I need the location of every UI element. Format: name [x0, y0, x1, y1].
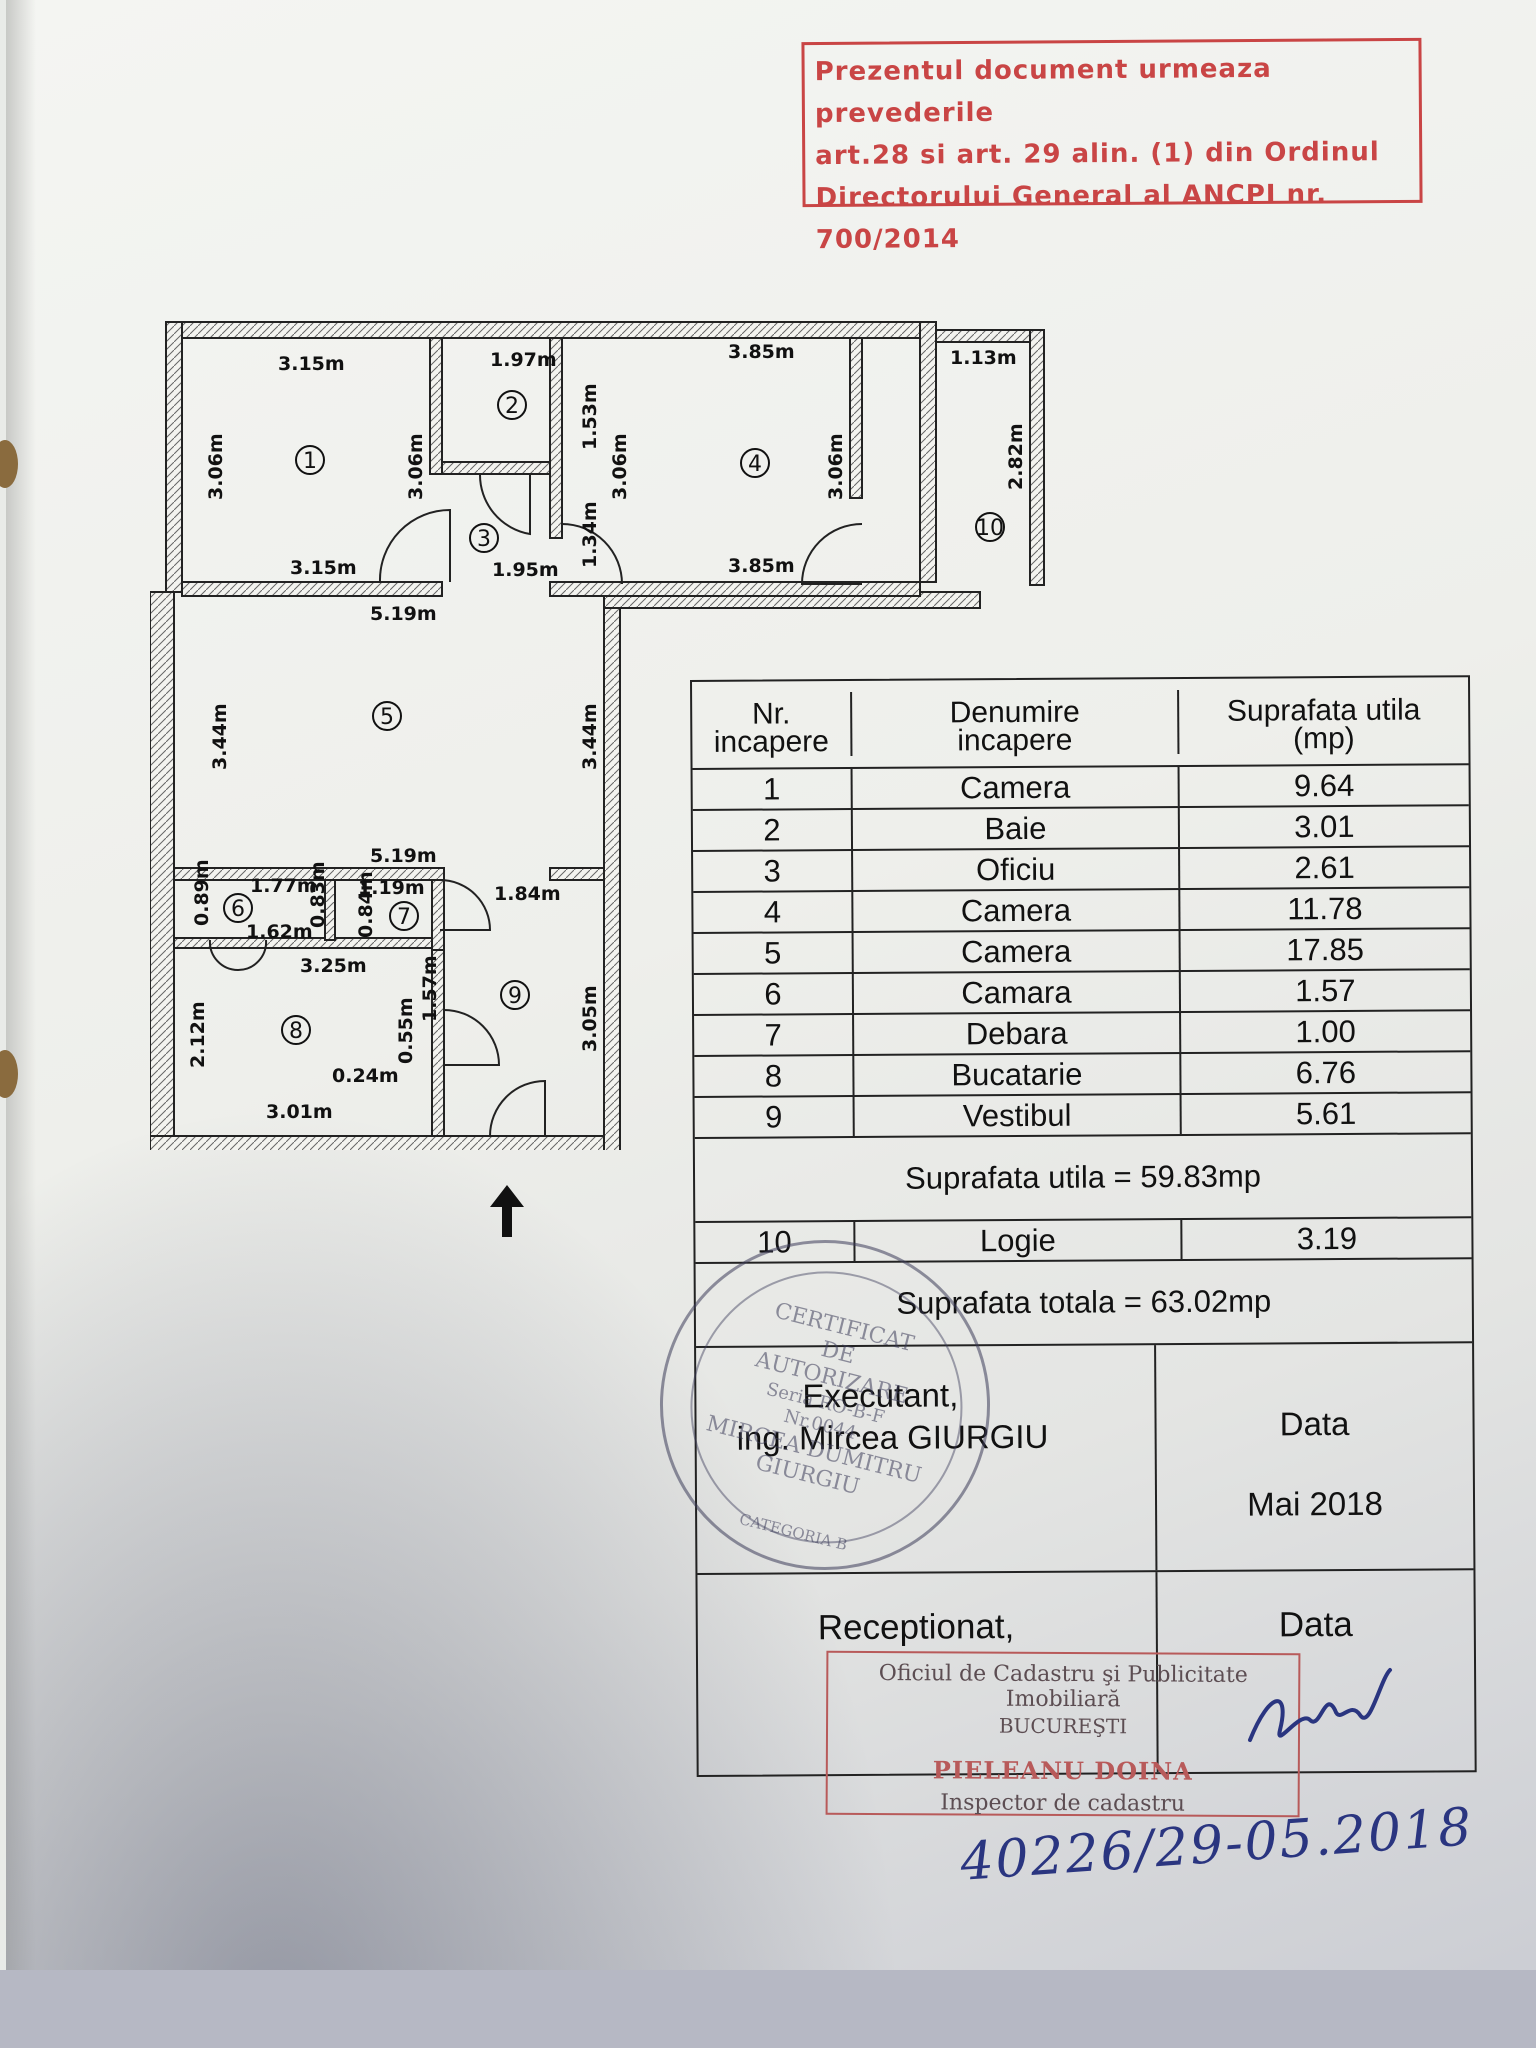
header-area-sub: (mp) — [1292, 721, 1355, 756]
dim: 1.77m — [250, 875, 317, 897]
dim: 1.62m — [246, 921, 313, 943]
walls — [150, 321, 1045, 1150]
room-10-marker: 10 — [975, 512, 1005, 542]
room-6-marker: 6 — [223, 893, 253, 923]
svg-text:2: 2 — [505, 394, 519, 419]
dim: 3.25m — [300, 955, 367, 977]
notice-line: Directorului General al ANCPI nr. — [815, 179, 1328, 214]
room-7-marker: 7 — [389, 901, 419, 931]
dim: 3.06m — [609, 433, 631, 500]
svg-text:6: 6 — [231, 897, 245, 922]
notice-line: 700/2014 — [815, 224, 961, 256]
notice-line: Prezentul document urmeaza prevederile — [814, 53, 1272, 130]
dim: 0.55m — [395, 997, 417, 1064]
dim: 1.84m — [494, 883, 561, 905]
door-arcs — [208, 473, 863, 1137]
signature — [1248, 1668, 1392, 1742]
stamp-line: Oficiul de Cadastru şi Publicitate Imobi… — [878, 1661, 1248, 1713]
header-nr-sub: incapere — [713, 725, 830, 759]
shadow — [6, 1100, 906, 2048]
svg-text:3: 3 — [477, 527, 491, 552]
room-9-marker: 9 — [500, 980, 530, 1010]
room-4-marker: 4 — [740, 448, 770, 478]
dim: 0.84m — [355, 871, 377, 938]
svg-text:4: 4 — [748, 452, 762, 477]
binder-hole — [0, 440, 18, 488]
dim: 3.85m — [728, 341, 795, 363]
page-edge — [6, 0, 36, 2048]
dim: 3.05m — [579, 985, 601, 1052]
stamp-line: PIELEANU DOINA — [932, 1755, 1193, 1786]
dim: 1.53m — [579, 383, 601, 450]
notice-line: art.28 si art. 29 alin. (1) din Ordinul — [815, 137, 1380, 172]
dim: 1.97m — [490, 349, 557, 371]
header-name-sub: incapere — [957, 723, 1073, 758]
dim: 2.82m — [1005, 423, 1027, 490]
stamp-line: Inspector de cadastru — [940, 1790, 1186, 1817]
svg-text:7: 7 — [397, 905, 411, 930]
dim: 1.13m — [950, 347, 1017, 369]
svg-text:5: 5 — [380, 705, 394, 730]
date-label: Data — [1279, 1404, 1350, 1443]
svg-text:10: 10 — [976, 516, 1004, 541]
dim: 1.34m — [579, 501, 601, 568]
floor-plan: 1 2 3 4 5 6 7 8 9 10 3.15m 3.15m 3.06m 3… — [150, 321, 1045, 1150]
svg-text:9: 9 — [508, 984, 522, 1009]
dim: 1.95m — [492, 559, 559, 581]
dim: 3.15m — [278, 353, 345, 375]
dimension-labels: 3.15m 3.15m 3.06m 3.06m 1.97m 1.53m 1.95… — [187, 341, 1027, 1123]
entrance-arrow-icon — [490, 1185, 524, 1237]
dim: 0.83m — [307, 861, 329, 928]
svg-text:8: 8 — [289, 1019, 303, 1044]
useful-area-total: Suprafata utila = 59.83mp — [694, 1134, 1472, 1223]
dim: 2.12m — [187, 1001, 209, 1068]
desk-surface — [0, 1970, 1536, 2048]
room-1-marker: 1 — [295, 445, 325, 475]
dim: 3.06m — [405, 433, 427, 500]
dim: 5.19m — [370, 603, 437, 625]
notice-stamp: Prezentul document urmeaza prevederile a… — [801, 37, 1423, 255]
binder-hole — [0, 1050, 18, 1098]
room-3-marker: 3 — [469, 523, 499, 553]
dim: 1.57m — [419, 955, 441, 1022]
dim: 3.44m — [579, 703, 601, 770]
room-2-marker: 2 — [497, 390, 527, 420]
room-labels: 1 2 3 4 5 6 7 8 9 10 — [223, 390, 1005, 1045]
room-8-marker: 8 — [281, 1015, 311, 1045]
dim: 1.19m — [358, 877, 425, 899]
room-5-marker: 5 — [372, 701, 402, 731]
stamp-line: BUCUREŞTI — [998, 1713, 1128, 1739]
dim: 3.15m — [290, 557, 357, 579]
dim: 0.89m — [191, 859, 213, 926]
dim: 3.85m — [728, 555, 795, 577]
dim: 0.24m — [332, 1065, 399, 1087]
dim: 3.06m — [825, 433, 847, 500]
dim: 5.19m — [370, 845, 437, 867]
svg-text:1: 1 — [303, 449, 317, 474]
date-value: Mai 2018 — [1247, 1484, 1384, 1523]
dim: 3.01m — [266, 1101, 333, 1123]
dim: 3.44m — [209, 703, 231, 770]
dim: 3.06m — [205, 433, 227, 500]
